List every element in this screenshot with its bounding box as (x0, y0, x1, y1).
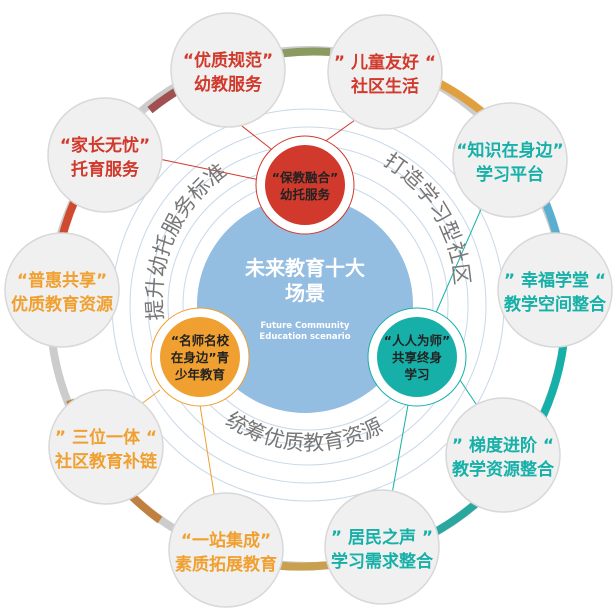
scene-circle-0: “优质规范” 幼教服务 (170, 12, 286, 128)
scene-label: ” 儿童友好 “ (334, 52, 436, 73)
scene-circle-3: ” 幸福学堂 “ 教学空间整合 (497, 232, 613, 348)
arc-label-bottom: 统筹优质教育资源 (222, 407, 387, 455)
center-circle: 未来教育十大 场景 Future Community Education sce… (197, 197, 413, 413)
scene-label: 幼教服务 (194, 74, 263, 95)
hub-text: 共享终身 (392, 350, 443, 365)
scene-circle-bg (47, 97, 163, 213)
center-en-2: Education scenario (259, 332, 350, 342)
hub-lifelong-learning: “人人为师” 共享终身 学习 (367, 307, 467, 407)
scene-label: ” 梯度进阶 “ (452, 435, 554, 456)
hub-text: 在身边”青 (171, 350, 230, 365)
scene-label: 托育服务 (71, 159, 140, 180)
scene-label: “知识在身边” (456, 140, 563, 161)
scene-circle-6: “一站集成” 素质拓展教育 (168, 492, 284, 608)
scene-circle-bg (48, 389, 164, 505)
scene-label: 社区教育补链 (54, 451, 158, 472)
scene-label: ” 三位一体 “ (55, 427, 157, 448)
scene-label: 学习平台 (476, 164, 544, 185)
scene-circle-7: ” 三位一体 “ 社区教育补链 (48, 389, 164, 505)
center-title-2: 场景 (285, 281, 325, 305)
hub-youth-education: “名师名校 在身边”青 少年教育 (150, 307, 250, 407)
scene-label: 教学空间整合 (503, 294, 607, 315)
hub-childcare: “保教融合” 幼托服务 (255, 135, 355, 235)
hub-text: “保教融合” (272, 170, 338, 185)
scene-circle-bg (452, 102, 568, 218)
scene-label: 素质拓展教育 (175, 554, 277, 575)
scene-circle-9: “家长无忧” 托育服务 (47, 97, 163, 213)
scene-label: 优质教育资源 (11, 294, 113, 315)
scene-circle-4: ” 梯度进阶 “ 教学资源整合 (445, 397, 561, 513)
scene-label: ” 幸福学堂 “ (504, 270, 606, 291)
hub-text: “名师名校 (171, 333, 230, 348)
hub-text: 学习 (404, 367, 429, 382)
scene-circle-5: ” 居民之声 ” 学习需求整合 (324, 489, 440, 605)
scene-label: “家长无忧” (60, 135, 150, 156)
scene-circle-bg (445, 397, 561, 513)
scene-label: ” 居民之声 ” (331, 527, 433, 548)
scene-circle-8: “普惠共享” 优质教育资源 (4, 232, 120, 348)
scene-label: 教学资源整合 (451, 459, 555, 480)
hub-text: 少年教育 (174, 367, 226, 382)
scene-circle-2: “知识在身边” 学习平台 (452, 102, 568, 218)
center-en-1: Future Community (261, 321, 350, 331)
scene-label: 学习需求整合 (331, 551, 434, 572)
scene-circle-1: ” 儿童友好 “ 社区生活 (327, 14, 443, 130)
center-title-1: 未来教育十大 (245, 256, 365, 280)
scene-circle-bg (170, 12, 286, 128)
scene-circle-bg (324, 489, 440, 605)
scene-circle-bg (4, 232, 120, 348)
scene-circle-bg (497, 232, 613, 348)
scene-label: 社区生活 (350, 76, 419, 97)
hub-text: 幼托服务 (280, 187, 331, 202)
scene-label: “优质规范” (183, 50, 273, 71)
scene-label: “普惠共享” (17, 270, 107, 291)
scene-circle-bg (168, 492, 284, 608)
hub-text: “人人为师” (384, 333, 450, 348)
scene-circle-bg (327, 14, 443, 130)
scene-label: “一站集成” (181, 530, 271, 551)
